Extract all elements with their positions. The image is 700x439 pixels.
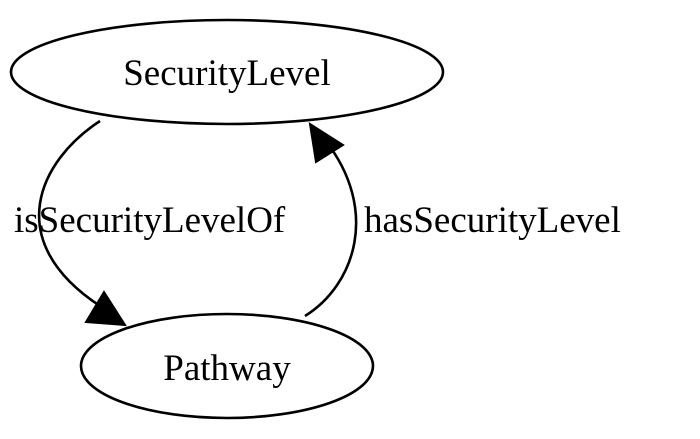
edge-hassecuritylevel-line [304,139,358,318]
edge-hassecuritylevel[interactable]: hasSecurityLevel [304,121,621,318]
node-securitylevel-shape [9,18,445,126]
node-pathway[interactable]: Pathway [79,312,375,420]
edge-issecuritylevelof-label: isSecurityLevelOf [14,200,286,241]
node-securitylevel[interactable]: SecurityLevel [9,18,445,126]
node-pathway-shape [79,312,375,420]
node-securitylevel-label: SecurityLevel [123,53,331,94]
node-pathway-label: Pathway [163,348,291,389]
edge-issecuritylevelof-line [38,119,101,308]
edge-issecuritylevelof[interactable]: isSecurityLevelOf [14,119,286,327]
edge-issecuritylevelof-arrowhead [84,290,127,327]
edge-hassecuritylevel-arrowhead [308,121,345,164]
edge-hassecuritylevel-label: hasSecurityLevel [364,200,621,241]
